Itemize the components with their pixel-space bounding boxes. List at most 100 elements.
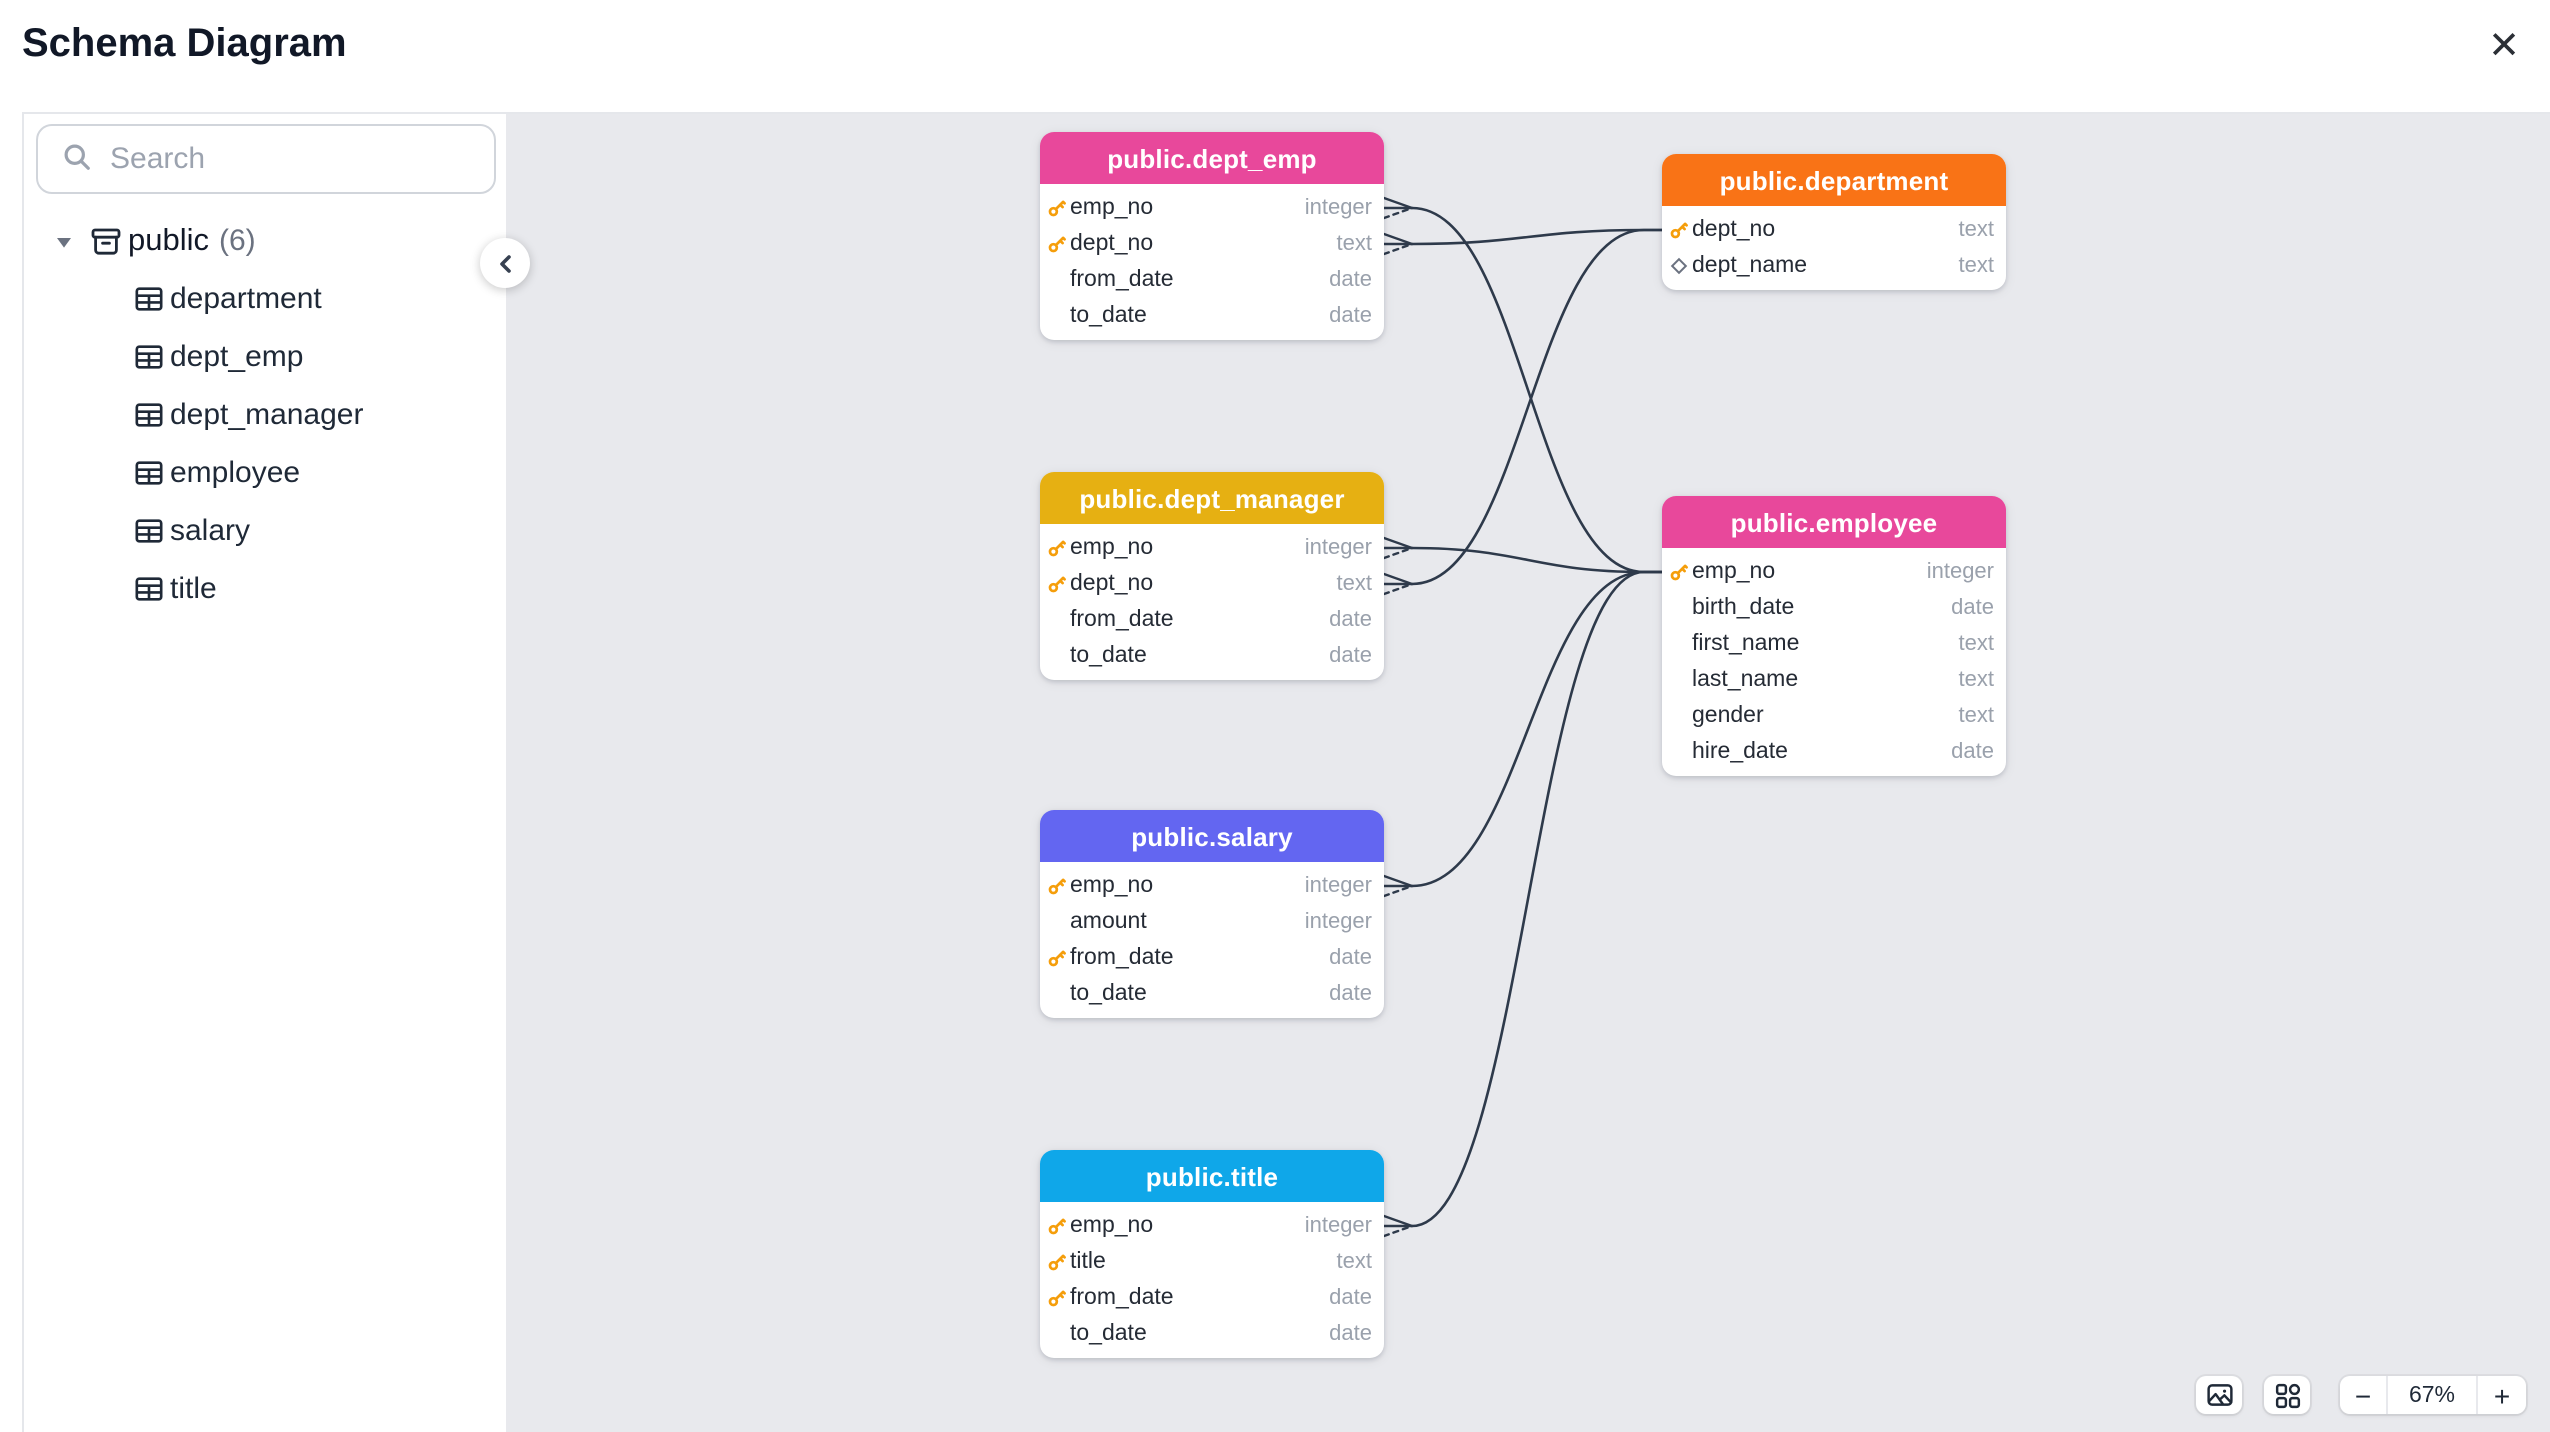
close-icon: ✕ (2488, 26, 2520, 68)
table-icon (135, 577, 163, 601)
table-node-header[interactable]: public.salary (1040, 810, 1384, 862)
search-box (36, 124, 496, 194)
column-type: date (1329, 1286, 1372, 1310)
table-node-header[interactable]: public.dept_emp (1040, 132, 1384, 184)
table-icon (135, 403, 163, 427)
tree-row-public[interactable]: public (6) (24, 212, 506, 270)
table-label: department (170, 282, 322, 316)
zoom-level: 67% (2388, 1376, 2476, 1414)
column-row-from_date: from_date date (1040, 262, 1384, 298)
export-image-button[interactable] (2196, 1376, 2242, 1414)
column-name: from_date (1070, 268, 1174, 292)
column-name: dept_no (1070, 232, 1154, 256)
sidebar-item-salary[interactable]: salary (24, 502, 506, 560)
column-type: text (1958, 668, 1994, 692)
column-type: text (1336, 572, 1372, 596)
zoom-in-button[interactable]: + (2478, 1376, 2526, 1414)
column-name: dept_name (1692, 254, 1808, 278)
column-type: date (1329, 982, 1372, 1006)
column-name: dept_no (1070, 572, 1154, 596)
sidebar-collapse-button[interactable] (480, 238, 530, 288)
table-label: salary (170, 514, 251, 548)
canvas-controls: − 67% + (2196, 1376, 2526, 1414)
sidebar-item-title[interactable]: title (24, 560, 506, 618)
unique-key-icon (1670, 257, 1688, 275)
column-type: integer (1304, 874, 1372, 898)
primary-key-icon (1048, 1290, 1066, 1307)
column-type: date (1951, 596, 1994, 620)
table-icon (135, 345, 163, 369)
column-name: from_date (1070, 608, 1174, 632)
table-icon (135, 287, 163, 311)
plus-icon: + (2493, 1379, 2511, 1411)
column-row-dept_no: dept_no text (1040, 566, 1384, 602)
zoom-out-button[interactable]: − (2340, 1376, 2386, 1414)
sidebar-item-department[interactable]: department (24, 270, 506, 328)
sidebar-item-dept_manager[interactable]: dept_manager (24, 386, 506, 444)
column-row-last_name: last_name text (1662, 662, 2006, 698)
table-icon (135, 519, 163, 543)
primary-key-icon (1048, 1218, 1066, 1235)
sidebar-item-dept_emp[interactable]: dept_emp (24, 328, 506, 386)
table-node-header[interactable]: public.department (1662, 154, 2006, 206)
schema-label: public (128, 223, 209, 257)
column-type: text (1958, 218, 1994, 242)
auto-layout-button[interactable] (2264, 1376, 2310, 1414)
column-row-from_date: from_date date (1040, 1280, 1384, 1316)
column-name: emp_no (1070, 1214, 1154, 1238)
column-name: to_date (1070, 1322, 1147, 1346)
primary-key-icon (1048, 950, 1066, 967)
table-label: dept_manager (170, 398, 364, 432)
column-type: date (1329, 644, 1372, 668)
diagram-canvas[interactable] (506, 114, 2550, 1432)
primary-key-icon (1048, 576, 1066, 593)
column-name: to_date (1070, 304, 1147, 328)
primary-key-icon (1048, 1254, 1066, 1271)
column-name: from_date (1070, 1286, 1174, 1310)
column-type: integer (1304, 536, 1372, 560)
table-label: title (170, 572, 217, 606)
column-type: date (1329, 268, 1372, 292)
table-node-header[interactable]: public.title (1040, 1150, 1384, 1202)
search-icon (64, 144, 90, 170)
column-name: to_date (1070, 644, 1147, 668)
primary-key-icon (1048, 540, 1066, 557)
minus-icon: − (2354, 1379, 2372, 1411)
column-name: emp_no (1070, 536, 1154, 560)
table-icon (135, 461, 163, 485)
column-type: date (1329, 946, 1372, 970)
table-node-header[interactable]: public.employee (1662, 496, 2006, 548)
search-input[interactable] (106, 128, 482, 190)
caret-down-icon[interactable] (54, 231, 74, 251)
column-type: date (1329, 304, 1372, 328)
sidebar-item-employee[interactable]: employee (24, 444, 506, 502)
table-label: dept_emp (170, 340, 304, 374)
column-name: title (1070, 1250, 1106, 1274)
column-name: last_name (1692, 668, 1799, 692)
table-list: department dept_emp dept_manager employee sa… (24, 270, 506, 618)
table-node-header[interactable]: public.dept_manager (1040, 472, 1384, 524)
close-button[interactable]: ✕ (2476, 20, 2532, 76)
schema-table-count: (6) (219, 224, 256, 258)
column-name: hire_date (1692, 740, 1788, 764)
